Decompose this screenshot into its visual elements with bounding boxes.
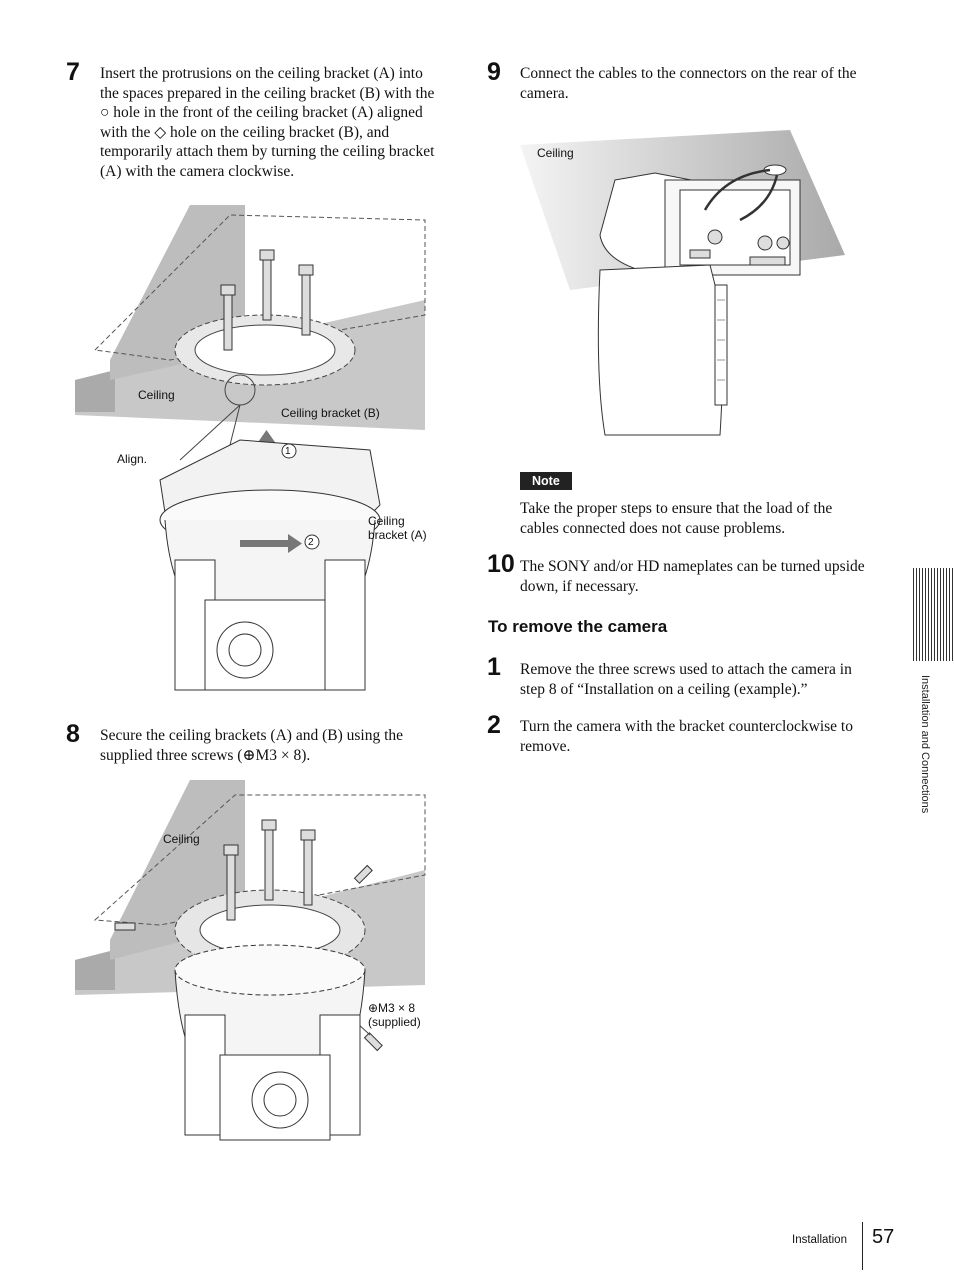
fig1-bracket-a-label-1: Ceiling — [368, 514, 405, 528]
fig1-bracket-a-label-2: bracket (A) — [368, 528, 427, 542]
remove-step-1-number: 1 — [487, 653, 501, 681]
fig1-align-label: Align. — [117, 452, 148, 466]
footer-divider — [862, 1222, 863, 1270]
step-10-number: 10 — [487, 550, 515, 578]
footer-section-label: Installation — [792, 1234, 847, 1246]
fig3-ceiling-label: Ceiling — [537, 146, 574, 160]
fig1-marker-2: 2 — [308, 537, 314, 548]
note-badge: Note — [520, 472, 572, 490]
step-9-text: Connect the cables to the connectors on … — [520, 65, 857, 102]
fig2-ceiling-label: Ceiling — [163, 832, 200, 846]
remove-step-2-number: 2 — [487, 711, 501, 739]
step-8-text: Secure the ceiling brackets (A) and (B) … — [100, 727, 404, 764]
remove-step-2-text: Turn the camera with the bracket counter… — [520, 718, 853, 755]
step-7-number: 7 — [66, 58, 80, 86]
remove-camera-heading: To remove the camera — [488, 617, 668, 636]
step-8-number: 8 — [66, 720, 80, 748]
remove-step-1-text: Remove the three screws used to attach t… — [520, 661, 852, 698]
fig1-marker-1: 1 — [285, 446, 291, 457]
step-10-text: The SONY and/or HD nameplates can be tur… — [520, 558, 865, 595]
figure-secure-screws — [75, 780, 426, 1141]
page-number: 57 — [872, 1226, 895, 1248]
section-tab-label: Installation and Connections — [919, 675, 931, 814]
figure-bracket-alignment — [75, 205, 426, 691]
section-tab-marker — [913, 568, 953, 661]
step-9-number: 9 — [487, 58, 501, 86]
figure-cable-connection — [520, 130, 845, 436]
fig2-screw-label-1: ⊕M3 × 8 — [368, 1001, 416, 1015]
step-7-text: Insert the protrusions on the ceiling br… — [100, 65, 435, 180]
fig2-screw-label-2: (supplied) — [368, 1015, 421, 1029]
fig1-ceiling-label: Ceiling — [138, 388, 175, 402]
fig1-bracket-b-label: Ceiling bracket (B) — [281, 406, 380, 420]
note-text: Take the proper steps to ensure that the… — [520, 500, 833, 537]
